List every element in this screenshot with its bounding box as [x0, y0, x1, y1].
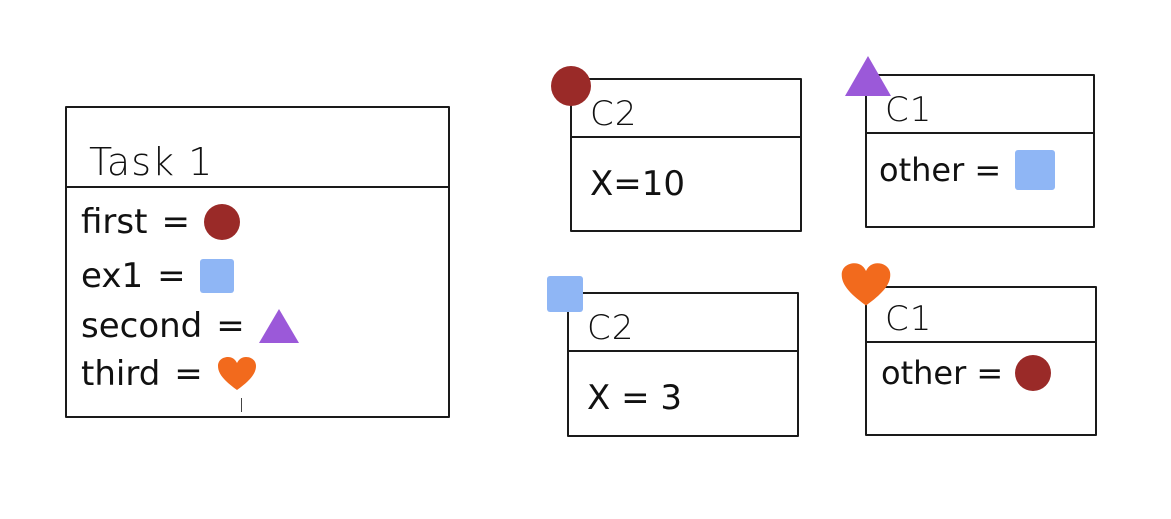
task-row-first: first = — [81, 202, 240, 242]
row-label: ex1 — [81, 256, 144, 296]
heart-token — [217, 356, 257, 392]
card-content: X=10 — [590, 164, 685, 204]
task-1-title: Task 1 — [89, 140, 214, 184]
equals-sign: = — [157, 256, 186, 296]
heart-tag-icon — [840, 262, 892, 308]
task-row-ex1: ex1 = — [81, 256, 234, 296]
row-label: third — [81, 354, 161, 394]
equals-sign: = — [174, 354, 203, 394]
task-row-second: second = — [81, 306, 299, 346]
text-cursor — [241, 398, 242, 412]
card-title-bar: C2 — [569, 294, 797, 352]
equals-sign: = — [161, 202, 190, 242]
card-content: other = — [881, 354, 1052, 392]
task-1-box: Task 1 first = ex1 = second = third = — [65, 106, 450, 418]
card-title-bar: C2 — [572, 80, 800, 138]
equals-sign: = — [216, 306, 245, 346]
triangle-token — [258, 309, 299, 343]
circle-token — [203, 204, 240, 240]
card-content: X = 3 — [587, 378, 682, 418]
triangle-tag-icon — [845, 56, 891, 96]
card-content: other = — [879, 150, 1056, 190]
card-content-text: X = 3 — [587, 378, 683, 418]
circle-token — [1015, 355, 1052, 391]
card-title: C2 — [590, 94, 638, 134]
card-c1-top: C1 other = — [865, 74, 1095, 228]
card-title-bar: C1 — [867, 76, 1093, 134]
square-token — [1015, 150, 1056, 190]
row-label: first — [81, 202, 148, 242]
task-row-third: third = — [81, 354, 257, 394]
square-tag-icon — [547, 276, 583, 312]
card-content-text: other = — [879, 151, 1002, 189]
card-title: C2 — [587, 308, 635, 348]
card-c1-bottom: C1 other = — [865, 286, 1097, 436]
task-1-title-bar: Task 1 — [67, 108, 448, 188]
card-title-bar: C1 — [867, 288, 1095, 343]
card-title: C1 — [885, 299, 933, 339]
circle-tag-icon — [551, 66, 591, 106]
card-content-text: other = — [881, 354, 1004, 392]
card-c2-top: C2 X=10 — [570, 78, 802, 232]
row-label: second — [81, 306, 203, 346]
card-c2-bottom: C2 X = 3 — [567, 292, 799, 437]
card-title: C1 — [885, 90, 933, 130]
card-content-text: X=10 — [590, 164, 686, 204]
square-token — [199, 259, 234, 293]
